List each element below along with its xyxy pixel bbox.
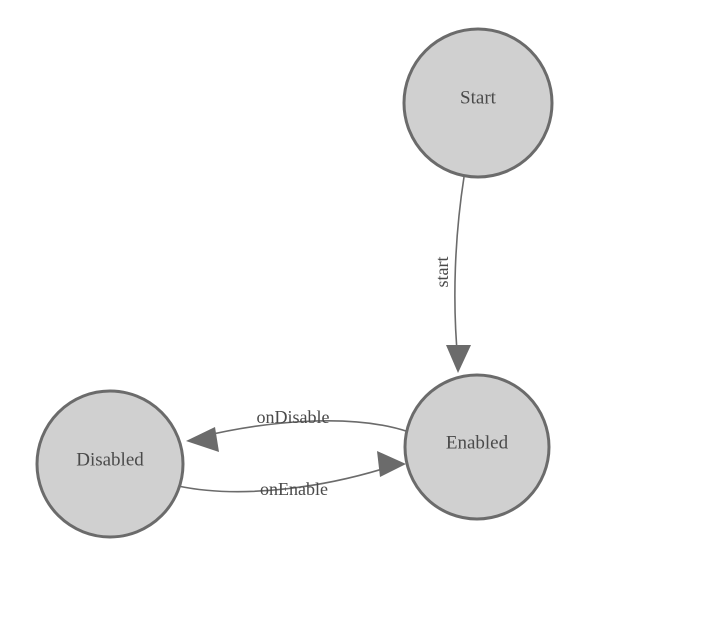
- edge-start-to-enabled-path: [454, 176, 465, 363]
- edge-disabled-to-enabled[interactable]: onEnable: [177, 451, 406, 499]
- node-start[interactable]: Start: [402, 27, 554, 179]
- node-start-circle: [402, 27, 554, 179]
- arrowhead-down-icon: [446, 345, 471, 373]
- edge-disabled-to-enabled-path: [177, 465, 393, 493]
- edge-enabled-to-disabled[interactable]: onDisable: [186, 407, 410, 452]
- arrowhead-left-icon: [186, 427, 219, 452]
- edge-enabled-to-disabled-path: [199, 420, 410, 438]
- edge-label-start: start: [432, 257, 452, 288]
- edge-label-on-disable: onDisable: [257, 407, 330, 427]
- edge-label-on-enable: onEnable: [260, 479, 328, 499]
- arrowhead-right-icon: [377, 451, 406, 477]
- node-start-label: Start: [460, 87, 497, 108]
- node-enabled-label: Enabled: [446, 432, 509, 453]
- node-enabled[interactable]: Enabled: [403, 373, 551, 521]
- edge-start-to-enabled[interactable]: start: [432, 176, 471, 373]
- node-disabled-label: Disabled: [76, 449, 144, 470]
- node-disabled[interactable]: Disabled: [35, 389, 185, 539]
- node-disabled-circle: [35, 389, 185, 539]
- node-enabled-circle: [403, 373, 551, 521]
